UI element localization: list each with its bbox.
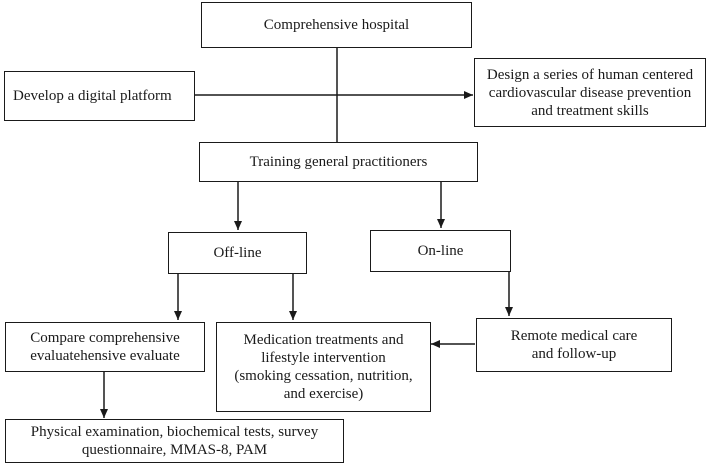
offline-box: Off-line bbox=[168, 232, 307, 274]
remote-box: Remote medical care and follow-up bbox=[476, 318, 672, 372]
compare-label: Compare comprehensive evaluatehensive ev… bbox=[30, 330, 180, 364]
medication-label: Medication treatments and lifestyle inte… bbox=[234, 332, 413, 402]
hospital-label: Comprehensive hospital bbox=[263, 17, 410, 33]
online-label: On-line bbox=[417, 243, 464, 259]
physical-label: Physical examination, biochemical tests,… bbox=[30, 424, 319, 458]
physical-box: Physical examination, biochemical tests,… bbox=[5, 419, 344, 463]
design-skills-label: Design a series of human centered cardio… bbox=[486, 66, 694, 119]
hospital-box: Comprehensive hospital bbox=[201, 2, 472, 48]
digital-platform-label: Develop a digital platform bbox=[13, 88, 172, 104]
training-label: Training general practitioners bbox=[249, 154, 428, 170]
online-box: On-line bbox=[370, 230, 511, 272]
training-box: Training general practitioners bbox=[199, 142, 478, 182]
design-skills-box: Design a series of human centered cardio… bbox=[474, 58, 706, 127]
offline-label: Off-line bbox=[213, 245, 262, 261]
medication-box: Medication treatments and lifestyle inte… bbox=[216, 322, 431, 412]
remote-label: Remote medical care and follow-up bbox=[510, 328, 638, 362]
compare-box: Compare comprehensive evaluatehensive ev… bbox=[5, 322, 205, 372]
digital-platform-box: Develop a digital platform bbox=[4, 71, 195, 121]
